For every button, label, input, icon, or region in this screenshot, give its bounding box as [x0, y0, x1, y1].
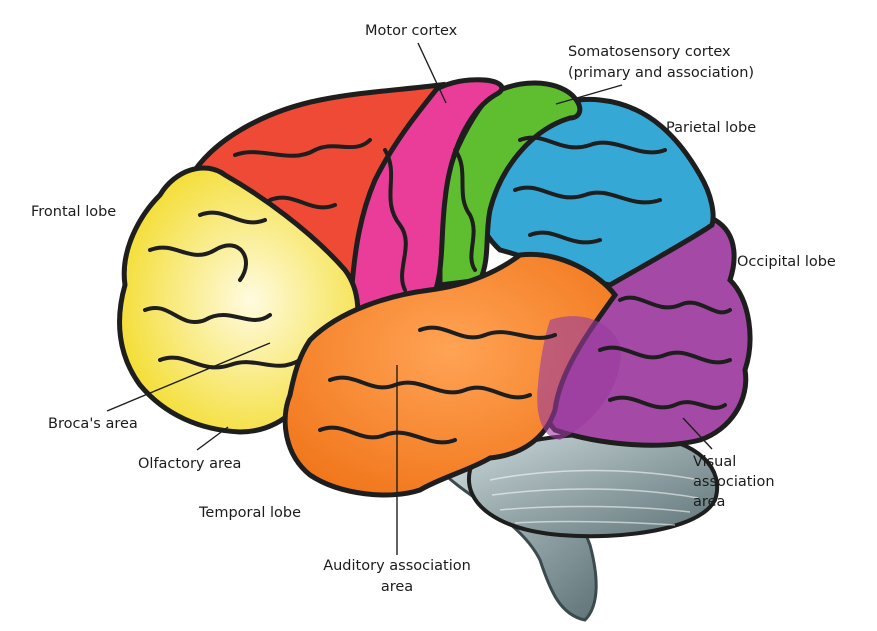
leader-somatosensory	[555, 84, 623, 105]
leader-olfactory	[196, 426, 229, 451]
leader-broca	[106, 342, 271, 412]
label-somatosensory-line1: Somatosensory cortex	[568, 44, 731, 60]
label-parietal-lobe: Parietal lobe	[666, 120, 757, 136]
label-occipital-lobe: Occipital lobe	[737, 254, 836, 270]
label-auditory-line1: Auditory association	[323, 558, 471, 574]
label-visual-line3: area	[693, 494, 726, 510]
label-olfactory-area: Olfactory area	[138, 456, 242, 472]
label-motor-cortex: Motor cortex	[365, 23, 458, 39]
label-somatosensory-line2: (primary and association)	[568, 65, 755, 81]
label-visual-line1: Visual	[693, 454, 737, 470]
label-frontal-lobe: Frontal lobe	[31, 204, 117, 220]
gyri-lines	[143, 135, 732, 445]
visual-association-overlay	[537, 316, 621, 440]
cerebellum-folds	[489, 469, 701, 526]
label-visual-line2: association	[693, 474, 775, 490]
leader-motor	[417, 42, 447, 104]
label-brocas-area: Broca's area	[48, 416, 138, 432]
label-auditory-line2: area	[380, 579, 414, 595]
leader-visual	[682, 417, 713, 450]
leader-lines	[106, 42, 713, 555]
label-temporal-lobe: Temporal lobe	[199, 505, 302, 521]
